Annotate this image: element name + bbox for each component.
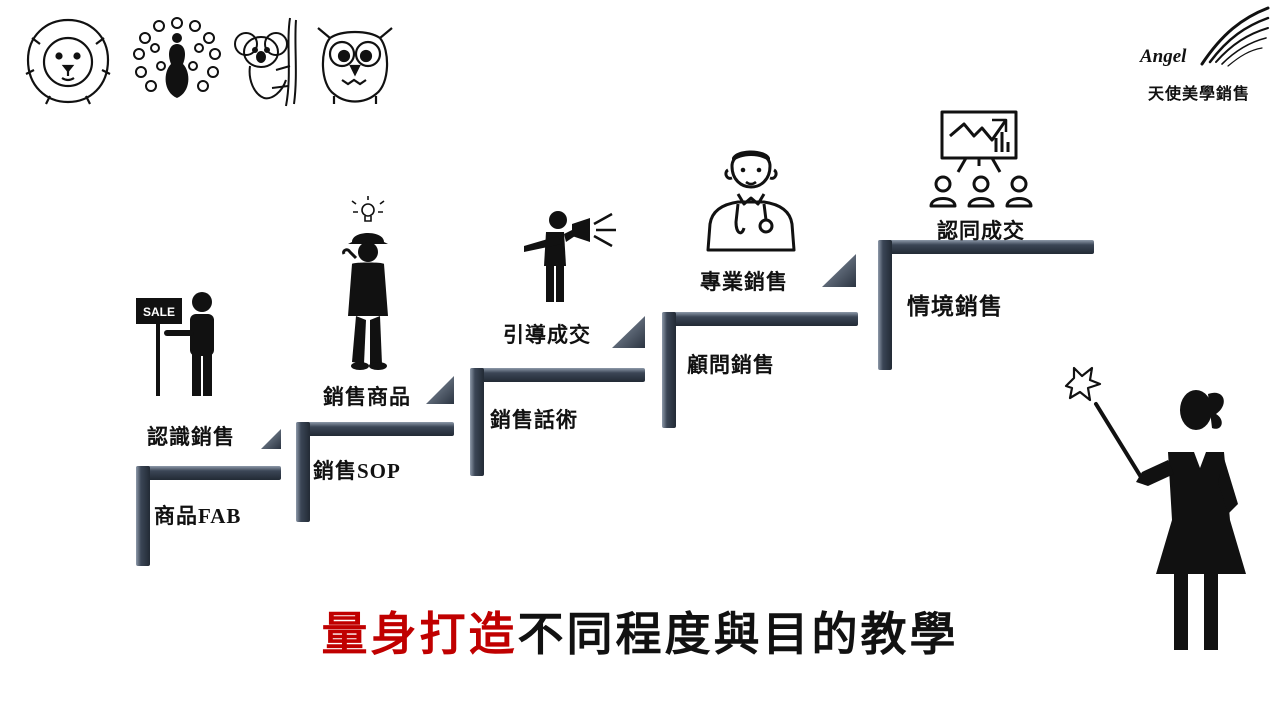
step-5-upper-label: 認同成交 [937, 218, 1025, 243]
sale-sign-person-icon: SALE [136, 292, 214, 396]
step-4 [662, 254, 858, 428]
tagline-rest: 不同程度與目的教學 [517, 607, 959, 661]
step-2-upper-label: 銷售商品 [323, 384, 411, 409]
step-3-upper-label: 引導成交 [503, 322, 591, 347]
koala-icon [234, 17, 297, 107]
step-3-lower-label: 銷售話術 [490, 407, 578, 432]
angel-wing-icon [1200, 6, 1270, 67]
step-5-lower-label: 情境銷售 [907, 293, 1003, 320]
step-4-upper-label: 專業銷售 [700, 269, 788, 294]
svg-text:SALE: SALE [143, 305, 175, 319]
personality-icons [25, 17, 393, 107]
teacher-pointer-icon [1064, 366, 1246, 650]
staircase [136, 240, 1094, 566]
detective-idea-icon [342, 196, 388, 370]
step-2-lower-label: 銷售SOP [313, 459, 401, 483]
step-5 [878, 240, 1094, 370]
tagline-highlight: 量身打造 [321, 607, 518, 661]
step-1 [136, 429, 281, 566]
brand-name: Angel [1140, 46, 1187, 67]
tagline: 量身打造不同程度與目的教學 [0, 598, 1280, 664]
doctor-icon [706, 150, 796, 252]
peacock-icon [133, 17, 221, 98]
owl-icon [317, 27, 393, 104]
presentation-audience-icon [929, 110, 1033, 208]
megaphone-person-icon [524, 211, 616, 302]
step-1-lower-label: 商品FAB [154, 504, 242, 528]
step-1-upper-label: 認識銷售 [147, 424, 235, 449]
step-2 [296, 376, 454, 522]
step-3 [470, 316, 645, 476]
lion-icon [25, 18, 111, 105]
brand-subtitle: 天使美學銷售 [1148, 84, 1251, 103]
step-4-lower-label: 顧問銷售 [687, 352, 775, 377]
